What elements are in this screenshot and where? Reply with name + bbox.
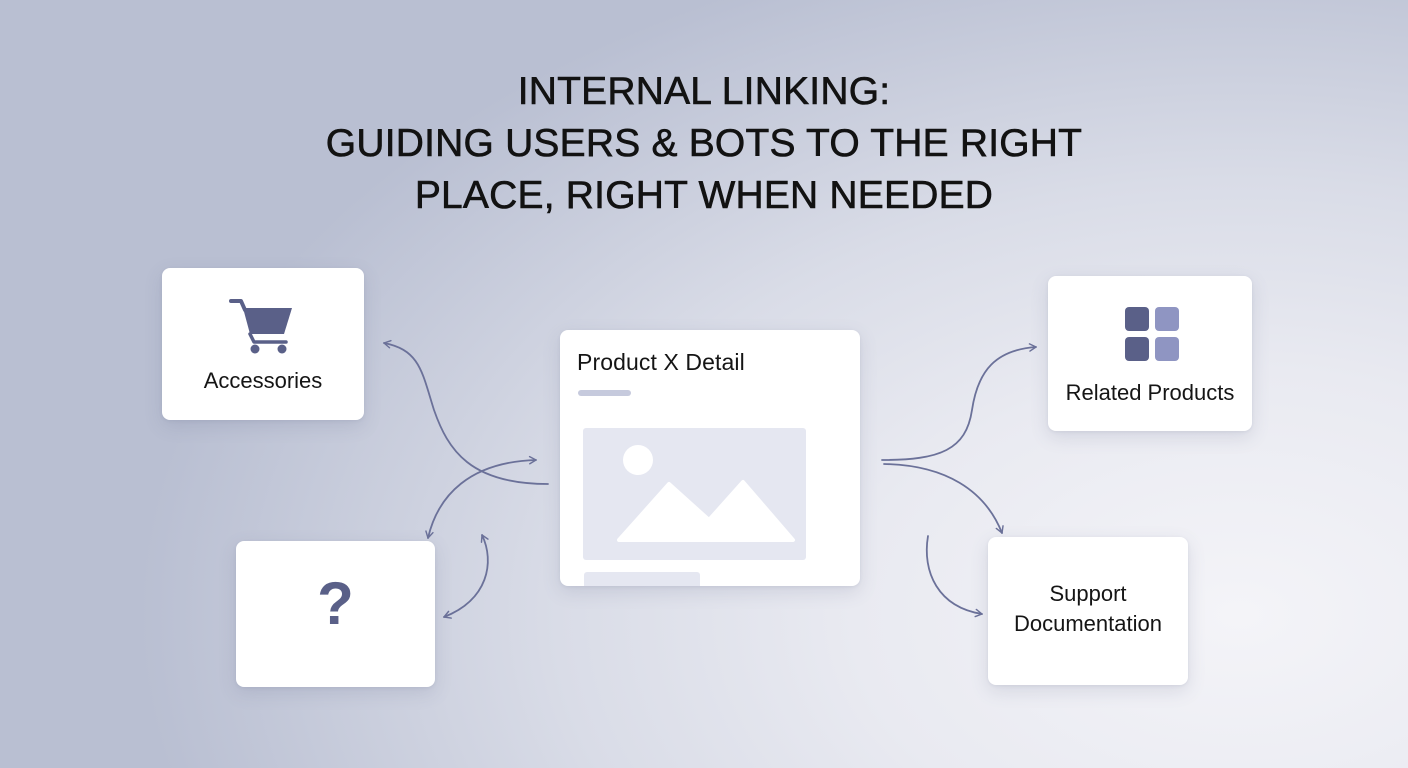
link-product-to-support: [883, 463, 1004, 534]
grid-icon: [1125, 307, 1179, 361]
product-detail-card[interactable]: Product X Detail: [560, 330, 860, 586]
question-mark-icon: ?: [317, 570, 354, 637]
link-product-to-related: [881, 343, 1037, 461]
support-documentation-card[interactable]: Support Documentation: [988, 537, 1188, 685]
support-label-line-1: Support: [1049, 581, 1127, 606]
related-products-label: Related Products: [1065, 380, 1235, 405]
product-bottom-tab: [584, 572, 700, 586]
image-placeholder: [583, 428, 806, 560]
accessories-card[interactable]: Accessories: [162, 268, 364, 420]
unknown-page-card[interactable]: ?: [236, 541, 435, 687]
image-placeholder-icon: [617, 445, 795, 542]
title-line-1: INTERNAL LINKING:: [517, 70, 891, 114]
link-support-incoming: [926, 535, 983, 618]
link-question-to-product: [425, 455, 537, 539]
support-documentation-label: Support Documentation: [988, 579, 1188, 639]
product-title: Product X Detail: [577, 349, 745, 375]
link-product-to-accessories: [383, 339, 549, 485]
link-question-side: [443, 534, 489, 619]
shopping-cart-icon: [229, 299, 292, 354]
title-line-3: PLACE, RIGHT WHEN NEEDED: [414, 174, 994, 218]
support-label-line-2: Documentation: [1014, 611, 1162, 636]
product-title-underline: [578, 390, 631, 396]
accessories-label: Accessories: [203, 368, 323, 393]
related-products-card[interactable]: Related Products: [1048, 276, 1252, 431]
page-title: INTERNAL LINKING: GUIDING USERS & BOTS T…: [0, 66, 1408, 222]
title-line-2: GUIDING USERS & BOTS TO THE RIGHT: [325, 122, 1083, 166]
